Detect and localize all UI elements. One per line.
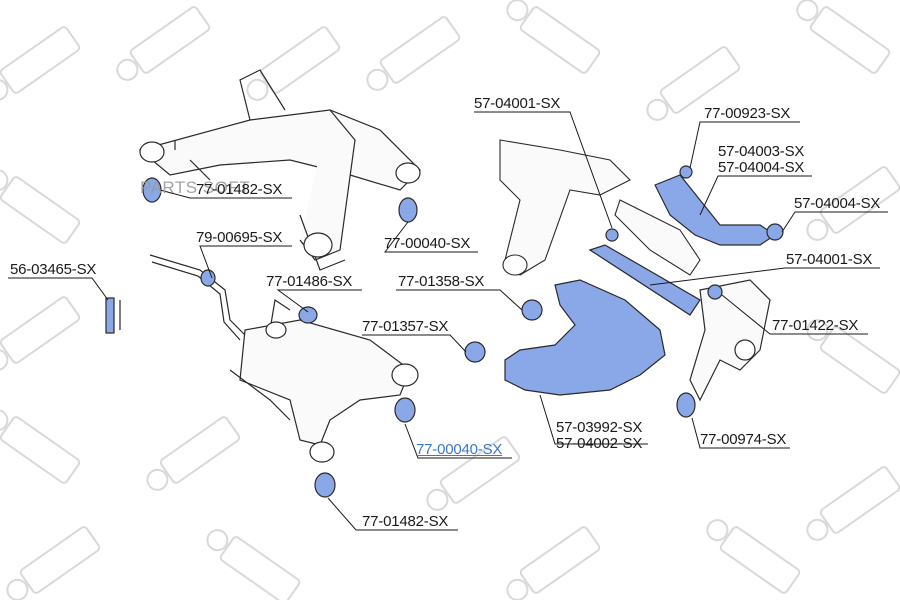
callout-c3[interactable]: 56-03465-SX <box>10 261 97 278</box>
lower-subframe <box>229 298 419 463</box>
lower-control-arm <box>504 279 666 396</box>
callout-c11[interactable]: 77-00923-SX <box>704 105 791 122</box>
leader-lines <box>8 111 888 531</box>
leader-c3 <box>8 277 109 301</box>
leader-c4 <box>276 289 362 313</box>
trailing-link <box>588 244 701 316</box>
knuckle <box>689 279 771 402</box>
callout-c4[interactable]: 77-01486-SX <box>266 273 353 290</box>
leader-c10 <box>474 111 613 229</box>
callout-c6[interactable]: 77-01358-SX <box>398 273 485 290</box>
leader-c15 <box>649 267 880 286</box>
callout-c15[interactable]: 57-04001-SX <box>786 251 873 268</box>
callout-c9[interactable]: 77-01482-SX <box>362 513 449 530</box>
leader-c19 <box>691 417 790 449</box>
callout-c5[interactable]: 77-00040-SX <box>384 235 471 252</box>
leader-c6 <box>396 289 523 311</box>
leader-c14 <box>781 211 888 233</box>
upper-subframe <box>138 69 421 271</box>
anti-roll-bar <box>109 254 246 341</box>
highlighted-parts <box>105 165 784 498</box>
callout-c12[interactable]: 57-04003-SX <box>718 143 805 160</box>
leader-c16 <box>721 294 868 335</box>
callout-c7[interactable]: 77-01357-SX <box>362 318 449 335</box>
callout-c14[interactable]: 57-04004-SX <box>794 195 881 212</box>
callout-c1[interactable]: 77-01482-SX <box>196 181 283 198</box>
rear-subframe <box>499 139 701 276</box>
callout-c2[interactable]: 79-00695-SX <box>196 229 283 246</box>
callout-c17[interactable]: 57-03992-SX <box>556 419 643 436</box>
callout-c16[interactable]: 77-01422-SX <box>772 317 859 334</box>
callout-c10[interactable]: 57-04001-SX <box>474 95 561 112</box>
watermark-overlay-text: PARTS SOFT <box>140 178 251 197</box>
leader-c5 <box>383 221 478 253</box>
callout-c13[interactable]: 57-04004-SX <box>718 159 805 176</box>
callout-c8[interactable]: 77-00040-SX <box>416 441 503 458</box>
callout-c18[interactable]: 57-04002-SX <box>556 435 643 452</box>
callout-c19[interactable]: 77-00974-SX <box>700 431 787 448</box>
leader-c8 <box>404 423 512 459</box>
leader-c9 <box>327 497 458 531</box>
leader-c1 <box>159 189 292 199</box>
leader-c12 <box>699 175 812 216</box>
leader-c11 <box>689 121 800 169</box>
leader-c2 <box>199 245 292 279</box>
leader-c7 <box>362 334 467 353</box>
leader-c17 <box>539 394 648 445</box>
